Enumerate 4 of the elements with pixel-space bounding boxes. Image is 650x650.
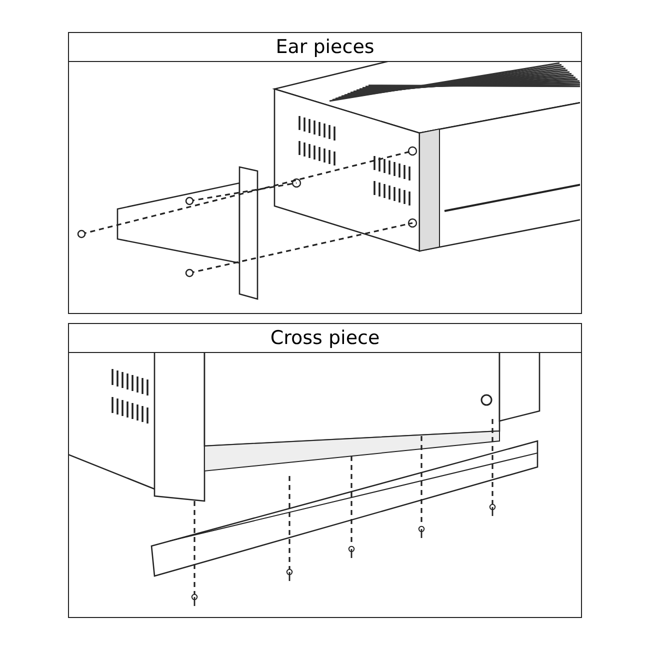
panel-title: Cross piece bbox=[270, 327, 380, 349]
illustration-panel bbox=[68, 323, 582, 618]
illustration-panel bbox=[68, 32, 582, 314]
panel-title: Ear pieces bbox=[276, 36, 374, 58]
